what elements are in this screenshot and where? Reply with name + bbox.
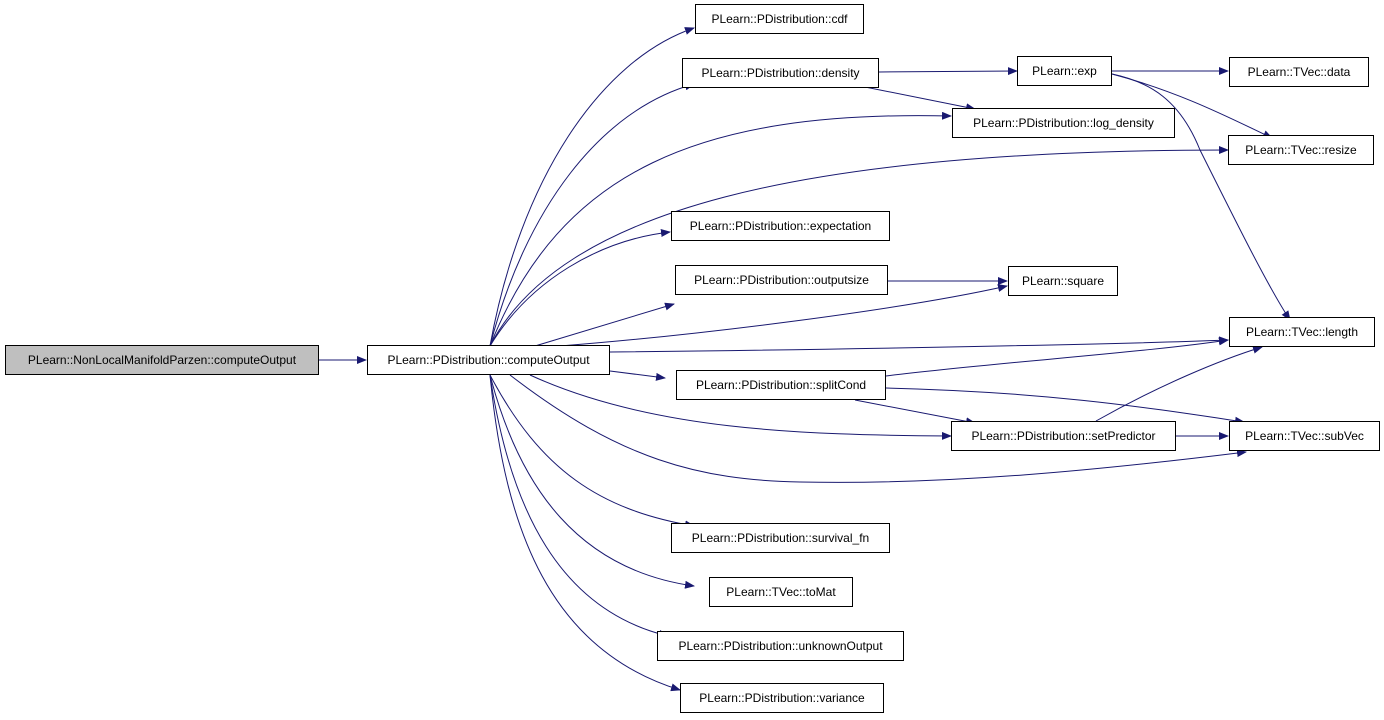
edge-exp-to-tvec-length xyxy=(1111,73,1291,321)
node-pdistribution-outputsize[interactable]: PLearn::PDistribution::outputsize xyxy=(675,265,888,295)
node-pdistribution-survival-fn[interactable]: PLearn::PDistribution::survival_fn xyxy=(671,523,890,553)
node-tvec-data[interactable]: PLearn::TVec::data xyxy=(1229,57,1369,87)
edge-computeoutput-to-tvec-resize xyxy=(489,146,1229,347)
node-pdistribution-variance[interactable]: PLearn::PDistribution::variance xyxy=(680,683,884,713)
edge-computeoutput-to-square xyxy=(559,284,1008,347)
edge-computeoutput-to-variance xyxy=(489,374,681,692)
edge-computeoutput-to-density xyxy=(489,82,695,347)
edge-setpredictor-to-tvec-length xyxy=(1095,345,1263,422)
node-tvec-length[interactable]: PLearn::TVec::length xyxy=(1229,317,1375,347)
edge-computeoutput-to-outputsize xyxy=(534,302,675,347)
edge-computeoutput-to-log-density xyxy=(489,111,952,347)
edge-computeoutput-to-tvec-subvec xyxy=(509,374,1247,483)
node-tvec-tomat[interactable]: PLearn::TVec::toMat xyxy=(709,577,853,607)
edge-splitcond-to-tvec-subvec xyxy=(885,387,1245,425)
node-tvec-subvec[interactable]: PLearn::TVec::subVec xyxy=(1229,421,1380,451)
node-pdistribution-log-density[interactable]: PLearn::PDistribution::log_density xyxy=(952,108,1175,138)
edge-density-to-log-density xyxy=(859,85,976,112)
node-pdistribution-unknownoutput[interactable]: PLearn::PDistribution::unknownOutput xyxy=(657,631,904,661)
edge-computeoutput-to-unknownoutput xyxy=(489,374,669,638)
edge-computeoutput-to-splitcond xyxy=(609,370,666,381)
node-square[interactable]: PLearn::square xyxy=(1008,266,1118,296)
edge-computeoutput-to-tvec-length xyxy=(609,336,1229,353)
node-pdistribution-computeoutput[interactable]: PLearn::PDistribution::computeOutput xyxy=(367,345,610,375)
node-pdistribution-splitcond[interactable]: PLearn::PDistribution::splitCond xyxy=(676,370,886,400)
edge-computeoutput-to-survival-fn xyxy=(489,374,695,529)
edge-computeoutput-to-cdf xyxy=(489,27,695,347)
node-pdistribution-density[interactable]: PLearn::PDistribution::density xyxy=(682,58,879,88)
edge-computeoutput-to-tvec-tomat xyxy=(489,374,695,589)
node-tvec-resize[interactable]: PLearn::TVec::resize xyxy=(1228,135,1374,165)
node-pdistribution-cdf[interactable]: PLearn::PDistribution::cdf xyxy=(695,4,864,34)
edge-splitcond-to-setpredictor xyxy=(854,399,976,426)
edge-computeoutput-to-setpredictor xyxy=(529,374,952,440)
node-nonlocalmanifoldparzen-computeoutput[interactable]: PLearn::NonLocalManifoldParzen::computeO… xyxy=(5,345,319,375)
edge-computeoutput-to-expectation xyxy=(489,229,671,347)
node-pdistribution-expectation[interactable]: PLearn::PDistribution::expectation xyxy=(671,211,890,241)
node-pdistribution-setpredictor[interactable]: PLearn::PDistribution::setPredictor xyxy=(951,421,1176,451)
edge-splitcond-to-tvec-length xyxy=(885,337,1229,377)
edge-density-to-exp xyxy=(878,67,1018,76)
node-exp[interactable]: PLearn::exp xyxy=(1017,56,1112,86)
